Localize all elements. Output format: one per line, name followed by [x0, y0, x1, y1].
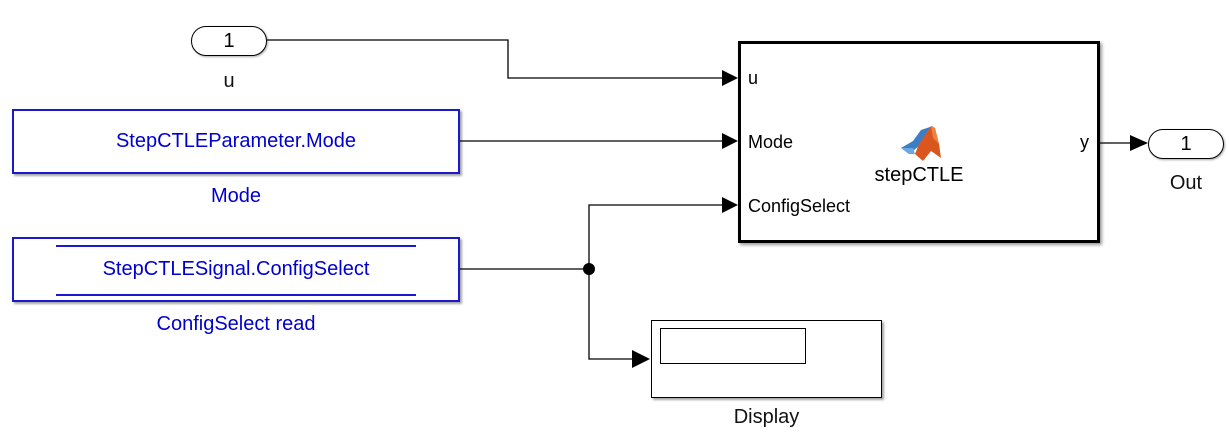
inport-u-label: u	[223, 70, 235, 92]
input-port-u-label: u	[748, 68, 759, 88]
signal-line-u[interactable]	[267, 39, 722, 79]
display-label: Display	[733, 406, 800, 428]
arrowhead-u	[722, 70, 738, 86]
constant-mode-value: StepCTLEParameter.Mode	[115, 130, 357, 152]
matlab-logo-icon	[901, 126, 941, 161]
branch-point	[583, 263, 595, 275]
data-store-read-label: ConfigSelect read	[156, 313, 316, 335]
inport-u-number: 1	[223, 29, 235, 52]
data-store-bar-top	[56, 245, 416, 247]
constant-mode-label: Mode	[210, 185, 262, 207]
signal-line-configselect-to-block[interactable]	[588, 204, 722, 269]
display-block[interactable]	[651, 320, 882, 398]
arrowhead-display	[632, 350, 650, 368]
arrowhead-configselect	[722, 197, 738, 213]
input-port-mode-label: Mode	[748, 132, 794, 152]
data-store-bar-bottom	[56, 294, 416, 296]
constant-mode-block[interactable]: StepCTLEParameter.Mode	[12, 109, 460, 174]
input-port-configselect-label: ConfigSelect	[748, 196, 851, 216]
arrowhead-mode	[722, 133, 738, 149]
outport-block[interactable]: 1	[1148, 129, 1224, 159]
matlab-function-name: stepCTLE	[874, 164, 964, 186]
outport-number: 1	[1180, 132, 1192, 155]
matlab-function-block[interactable]: u Mode ConfigSelect y stepCTLE	[738, 41, 1100, 243]
output-port-y-label: y	[1080, 132, 1089, 152]
outport-label: Out	[1169, 172, 1203, 194]
inport-u-block[interactable]: 1	[191, 26, 267, 56]
data-store-read-block[interactable]: StepCTLESignal.ConfigSelect	[12, 237, 460, 302]
display-value-field	[660, 328, 806, 364]
arrowhead-out	[1130, 135, 1148, 151]
data-store-read-value: StepCTLESignal.ConfigSelect	[102, 258, 370, 280]
signal-line-configselect-to-display[interactable]	[588, 269, 634, 360]
